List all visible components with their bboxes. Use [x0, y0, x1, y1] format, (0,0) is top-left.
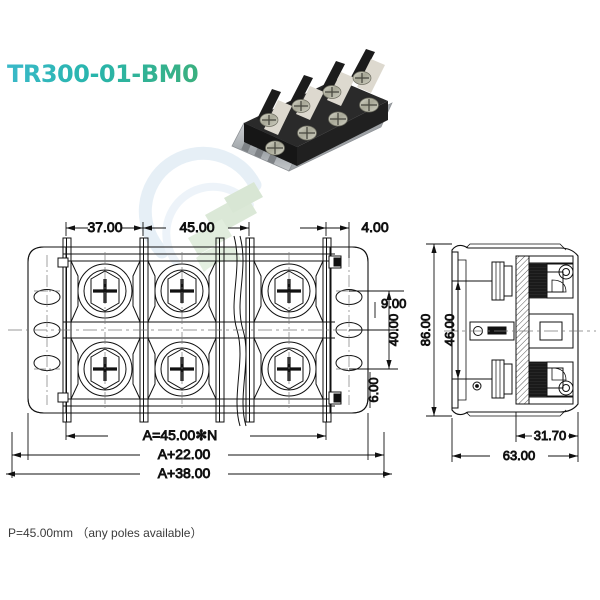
dim-hole-span: 40.00 [386, 314, 401, 347]
product-photo [231, 49, 393, 172]
pole-cell-group-lower [70, 337, 324, 400]
photo-terminals [257, 49, 385, 156]
dim-depth-inner: 31.70 [534, 428, 567, 443]
page-title: TR300-01-BM0 [7, 60, 199, 88]
dim-hole-edge-offset: 9.00 [381, 296, 406, 311]
section-hatch [515, 255, 530, 405]
dim-overall-a: A=45.00✻N [143, 427, 217, 443]
front-bands [63, 253, 335, 407]
front-view [8, 235, 392, 427]
dim-height-total: 86.00 [418, 314, 433, 347]
front-right-dimensions: 9.00 40.00 6.00 [349, 290, 407, 424]
side-terminal-upper [491, 255, 574, 301]
terminal-hex [167, 270, 197, 312]
dim-first-pitch: 37.00 [87, 219, 122, 235]
dim-pitch: 45.00 [179, 219, 214, 235]
dim-hole-bottom-offset: 6.00 [366, 377, 381, 402]
dim-height-inner: 46.00 [442, 314, 457, 347]
dim-depth-total: 63.00 [503, 448, 536, 463]
pole-cell [253, 260, 324, 323]
pole-cell [70, 337, 141, 400]
bracket-screws [57, 255, 342, 405]
side-terminal-lower [491, 359, 574, 405]
break-line [233, 235, 247, 427]
side-dimensions: 86.00 46.00 31.70 63.00 [418, 243, 579, 463]
terminal-hex [274, 270, 304, 312]
side-outline [451, 244, 579, 416]
pole-cell-group-upper [70, 260, 324, 323]
side-mount-hole [472, 381, 482, 391]
dim-overall-a38: A+38.00 [158, 465, 211, 481]
dim-edge: 4.00 [361, 219, 388, 235]
side-screw-head [558, 380, 574, 396]
pole-cell [253, 337, 324, 400]
dim-overall-a22: A+22.00 [158, 446, 211, 462]
side-middle [469, 313, 574, 349]
thread-region [528, 263, 548, 299]
pole-cell [70, 260, 141, 323]
side-view [444, 243, 596, 417]
side-screw-head [558, 264, 574, 280]
front-top-dimensions: 37.00 45.00 4.00 [65, 219, 389, 258]
thread-region [528, 361, 548, 397]
terminal-hex [90, 270, 120, 312]
front-bottom-dimensions: A=45.00✻N A+22.00 A+38.00 [6, 413, 392, 481]
pitch-caption: P=45.00mm （any poles available） [8, 526, 203, 540]
